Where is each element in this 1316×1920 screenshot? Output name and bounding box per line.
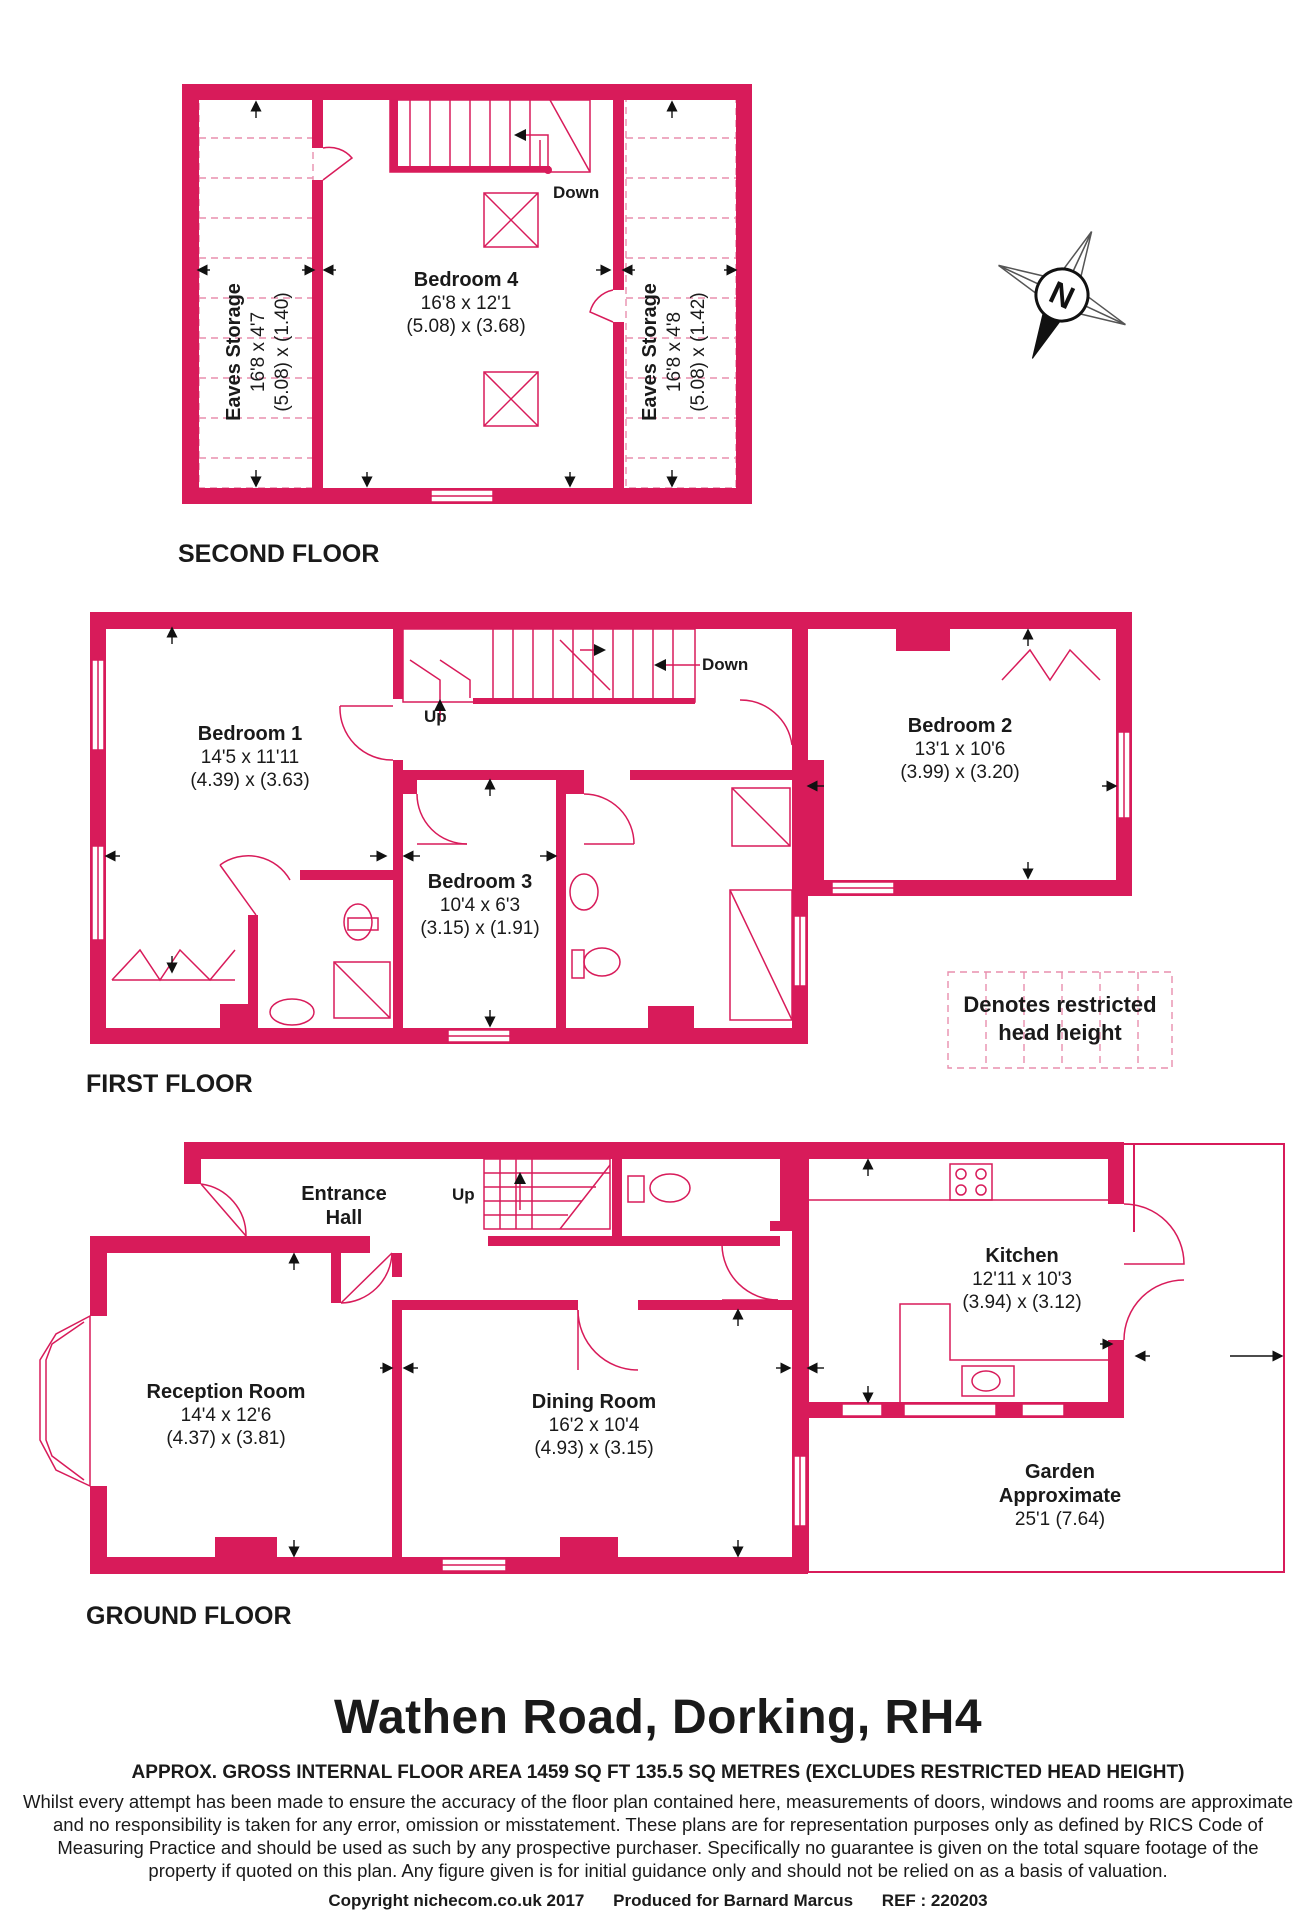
- bedroom4-metric: (5.08) x (3.68): [406, 316, 525, 337]
- dining-imperial: 16'2 x 10'4: [549, 1415, 640, 1436]
- bedroom1-name: Bedroom 1: [198, 723, 302, 745]
- bedroom2-imperial: 13'1 x 10'6: [915, 739, 1006, 760]
- stairs-up-label-first: Up: [424, 707, 447, 726]
- bedroom3-imperial: 10'4 x 6'3: [440, 895, 520, 916]
- ground-floor-staircase: [483, 1158, 611, 1230]
- bedroom3-metric: (3.15) x (1.91): [420, 918, 539, 939]
- stairs-down-label-first: Down: [702, 655, 748, 674]
- garden-line2: Approximate: [999, 1485, 1121, 1507]
- kitchen-imperial: 12'11 x 10'3: [972, 1269, 1072, 1290]
- eaves-right-metric: (5.08) x (1.42): [688, 292, 709, 411]
- stairs-down-label-second: Down: [553, 183, 599, 202]
- reception-imperial: 14'4 x 12'6: [181, 1405, 272, 1426]
- stairs-up-label-ground: Up: [452, 1185, 475, 1204]
- first-floor-label: FIRST FLOOR: [86, 1070, 253, 1098]
- bedroom1-metric: (4.39) x (3.63): [190, 770, 309, 791]
- first-floor-staircase: [402, 628, 700, 720]
- first-floor-plan: Up Down Bedroom 1 14'5 x 11'11 (4.39) x …: [86, 612, 1132, 1098]
- eaves-left-name: Eaves Storage: [223, 283, 245, 421]
- floor-area-summary: APPROX. GROSS INTERNAL FLOOR AREA 1459 S…: [131, 1762, 1185, 1783]
- bedroom1-imperial: 14'5 x 11'11: [201, 747, 299, 768]
- bay-window: [39, 1314, 91, 1488]
- compass-icon: [998, 231, 1126, 359]
- dining-name: Dining Room: [532, 1391, 656, 1413]
- eaves-left-restricted-area: [198, 97, 314, 489]
- kitchen-metric: (3.94) x (3.12): [962, 1292, 1081, 1313]
- credits-line: Copyright nichecom.co.uk 2017 Produced f…: [0, 1891, 1316, 1911]
- skylight-bottom: [483, 371, 539, 427]
- second-floor-plan: Down Bedroom 4 16'8 x 12'1 (5.08) x (3.6…: [178, 84, 752, 568]
- reference-text: REF : 220203: [881, 1891, 988, 1910]
- eaves-right-name: Eaves Storage: [639, 283, 661, 421]
- reception-metric: (4.37) x (3.81): [166, 1428, 285, 1449]
- legend-line2: head height: [998, 1020, 1122, 1045]
- bedroom4-name: Bedroom 4: [414, 269, 519, 291]
- entrance-hall-line2: Hall: [326, 1207, 363, 1229]
- eaves-left-metric: (5.08) x (1.40): [272, 292, 293, 411]
- ground-floor-plan: Entrance Hall Up Kitchen 12'11 x 10'3 (3…: [39, 1142, 1285, 1630]
- floor-plan: Down Bedroom 4 16'8 x 12'1 (5.08) x (3.6…: [39, 84, 1285, 1630]
- property-address: Wathen Road, Dorking, RH4: [333, 1691, 983, 1744]
- entrance-hall-line1: Entrance: [301, 1183, 387, 1205]
- kitchen-name: Kitchen: [985, 1245, 1058, 1267]
- ground-floor-label: GROUND FLOOR: [86, 1602, 292, 1630]
- bedroom2-metric: (3.99) x (3.20): [900, 762, 1019, 783]
- reception-name: Reception Room: [147, 1381, 306, 1403]
- bedroom3-name: Bedroom 3: [428, 871, 532, 893]
- disclaimer-text: Whilst every attempt has been made to en…: [23, 1791, 1293, 1881]
- bedroom2-name: Bedroom 2: [908, 715, 1012, 737]
- second-floor-label: SECOND FLOOR: [178, 540, 379, 568]
- eaves-left-imperial: 16'8 x 4'7: [248, 312, 269, 392]
- garden-dim: 25'1 (7.64): [1015, 1509, 1105, 1530]
- eaves-right-imperial: 16'8 x 4'8: [664, 312, 685, 392]
- copyright-text: Copyright nichecom.co.uk 2017: [328, 1891, 585, 1910]
- dining-metric: (4.93) x (3.15): [534, 1438, 653, 1459]
- produced-for-text: Produced for Barnard Marcus: [613, 1891, 854, 1910]
- garden-line1: Garden: [1025, 1461, 1095, 1483]
- bedroom4-imperial: 16'8 x 12'1: [421, 293, 512, 314]
- skylight-top: [483, 192, 539, 248]
- restricted-height-legend: Denotes restricted head height: [947, 971, 1173, 1069]
- legend-line1: Denotes restricted: [963, 992, 1156, 1017]
